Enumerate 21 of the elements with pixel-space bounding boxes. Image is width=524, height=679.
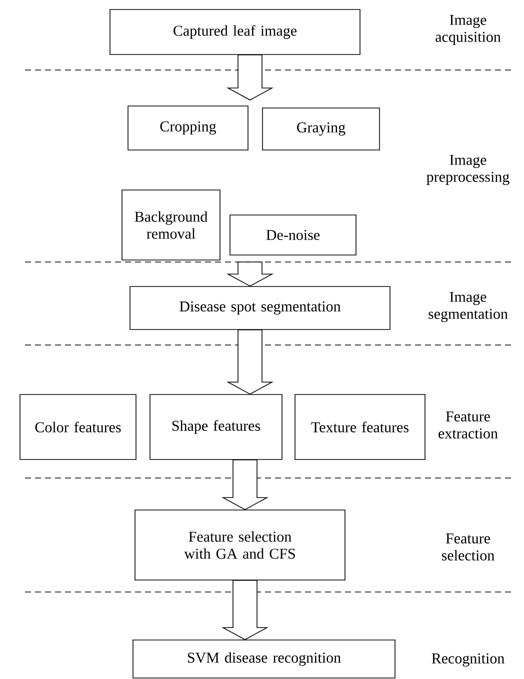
stage-label: Image segmentation — [428, 292, 508, 322]
process-box: Feature selection with GA and CFS — [134, 510, 346, 580]
block-arrow — [226, 330, 274, 395]
stage-label: Image acquisition — [436, 15, 501, 45]
block-arrow — [226, 262, 274, 287]
block-arrow — [221, 580, 269, 640]
process-box: Background removal — [122, 190, 220, 260]
process-box: Captured leaf image — [110, 9, 360, 55]
process-box: Texture features — [294, 394, 426, 460]
process-box: Color features — [20, 394, 136, 460]
stage-label: Image preprocessing — [426, 154, 510, 186]
process-box: Graying — [262, 108, 380, 150]
process-box: De-noise — [230, 214, 356, 256]
process-box: Disease spot segmentation — [130, 286, 390, 330]
stage-label: Recognition — [432, 653, 504, 667]
block-arrow — [226, 54, 274, 100]
process-box: Cropping — [128, 106, 248, 150]
process-box: Shape features — [150, 394, 282, 460]
block-arrow — [221, 460, 269, 510]
process-box: SVM disease recognition — [132, 640, 396, 678]
stage-label: Feature selection — [442, 534, 494, 560]
